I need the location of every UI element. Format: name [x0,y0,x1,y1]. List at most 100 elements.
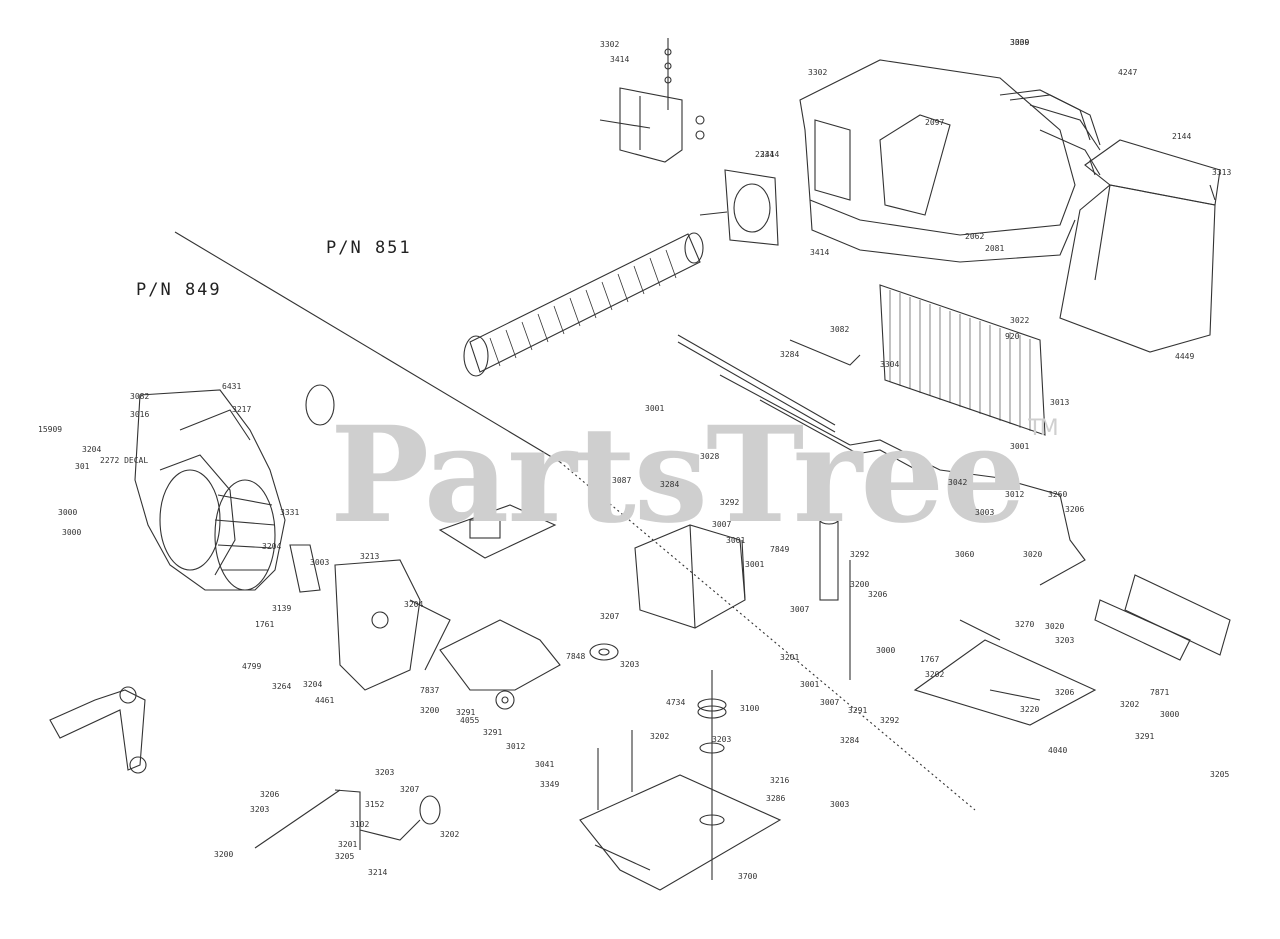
part-callout: 3087 [612,476,632,485]
part-callout: 3206 [1065,505,1085,514]
upright-post [819,515,851,680]
part-callout: 4247 [1118,68,1138,77]
part-callout: 2144 [1172,132,1192,141]
part-callout: 4040 [1048,746,1068,755]
liner [289,544,321,593]
part-callout: 3202 [440,830,460,839]
part-callout: 3349 [540,780,560,789]
part-callout: 2062 [965,232,985,241]
idler-arm [49,686,147,774]
part-callout: 3291 [483,728,503,737]
filter-screen [879,284,1046,436]
part-callout: 3214 [368,868,388,877]
part-callout: 3203 [375,768,395,777]
part-callout: 3022 [1010,316,1030,325]
part-callout: 3284 [840,736,860,745]
part-callout: 3213 [360,552,380,561]
part-callout: 3284 [660,480,680,489]
packing-blocks [1094,574,1231,661]
part-callout: 4055 [460,716,480,725]
part-callout: 3291 [1135,732,1155,741]
part-callout: 3206 [260,790,280,799]
part-callout: 3270 [1015,620,1035,629]
part-callout: 3001 [1010,442,1030,451]
section-divider-line [174,231,561,463]
bracket-assembly [599,38,705,163]
part-callout: 3003 [830,800,850,809]
part-callout: 3007 [712,520,732,529]
part-callout: 3207 [400,785,420,794]
part-callout: 3700 [738,872,758,881]
part-callout: 3284 [780,350,800,359]
part-callout: 4461 [315,696,335,705]
part-callout: 7837 [420,686,440,695]
part-callout: 3286 [766,794,786,803]
part-callout: 3082 [830,325,850,334]
part-callout: 3204 [82,445,102,454]
retainer-ring [305,384,335,426]
flexible-hose [463,232,704,377]
part-callout: 3007 [820,698,840,707]
chute-adapter-plate [699,169,779,246]
part-callout: 3001 [800,680,820,689]
bag-frame [1029,104,1221,206]
part-callout: 3204 [404,600,424,609]
part-callout: 3007 [790,605,810,614]
part-callout: 3203 [1055,636,1075,645]
part-callout: 3201 [780,653,800,662]
grass-bag [1059,184,1216,353]
part-callout: 3013 [1050,398,1070,407]
part-callout: 3000 [62,528,82,537]
part-callout: 7871 [1150,688,1170,697]
part-callout: 3042 [948,478,968,487]
idler-pulley-set [254,789,441,850]
part-callout: 2234 [755,150,775,159]
part-callout: 3200 [420,706,440,715]
part-callout: 3001 [645,404,665,413]
deck-plate [579,774,782,891]
pulley [589,643,619,661]
part-callout: 3220 [1020,705,1040,714]
part-callout: 4799 [242,662,262,671]
part-callout: 3000 [58,508,78,517]
part-callout: 3414 [810,248,830,257]
part-callout: 3003 [310,558,330,567]
part-callout: 3302 [808,68,828,77]
part-callout: 3260 [1048,490,1068,499]
part-callout: 3203 [250,805,270,814]
part-callout: 3082 [130,392,150,401]
part-callout: 3003 [975,508,995,517]
part-callout: 3028 [700,452,720,461]
section-divider-line [559,461,976,811]
part-callout: 3001 [745,560,765,569]
part-callout: 3292 [850,550,870,559]
drive-spindle [697,670,727,880]
part-callout: 3291 [456,708,476,717]
part-callout: 3202 [925,670,945,679]
part-callout: 3216 [770,776,790,785]
part-callout: 3100 [740,704,760,713]
part-callout: 3139 [272,604,292,613]
part-callout: 3000 [1010,38,1030,47]
part-callout: 2081 [985,244,1005,253]
part-callout: 3304 [880,360,900,369]
blower-plate [334,559,451,691]
part-callout: 7848 [566,652,586,661]
part-callout: 301 [75,462,90,471]
part-callout: 2097 [925,118,945,127]
part-callout: 3414 [610,55,630,64]
part-callout: 3206 [868,590,888,599]
pins [597,730,633,810]
part-callout: 3291 [848,706,868,715]
part-callout: 3152 [365,800,385,809]
part-callout: 3001 [726,536,746,545]
part-callout: 4734 [666,698,686,707]
part-callout: 3000 [876,646,896,655]
part-callout: 3203 [712,735,732,744]
decal-plate [438,504,557,559]
part-callout: 3202 [650,732,670,741]
part-callout: 3020 [1023,550,1043,559]
spindle-bracket [439,619,561,710]
